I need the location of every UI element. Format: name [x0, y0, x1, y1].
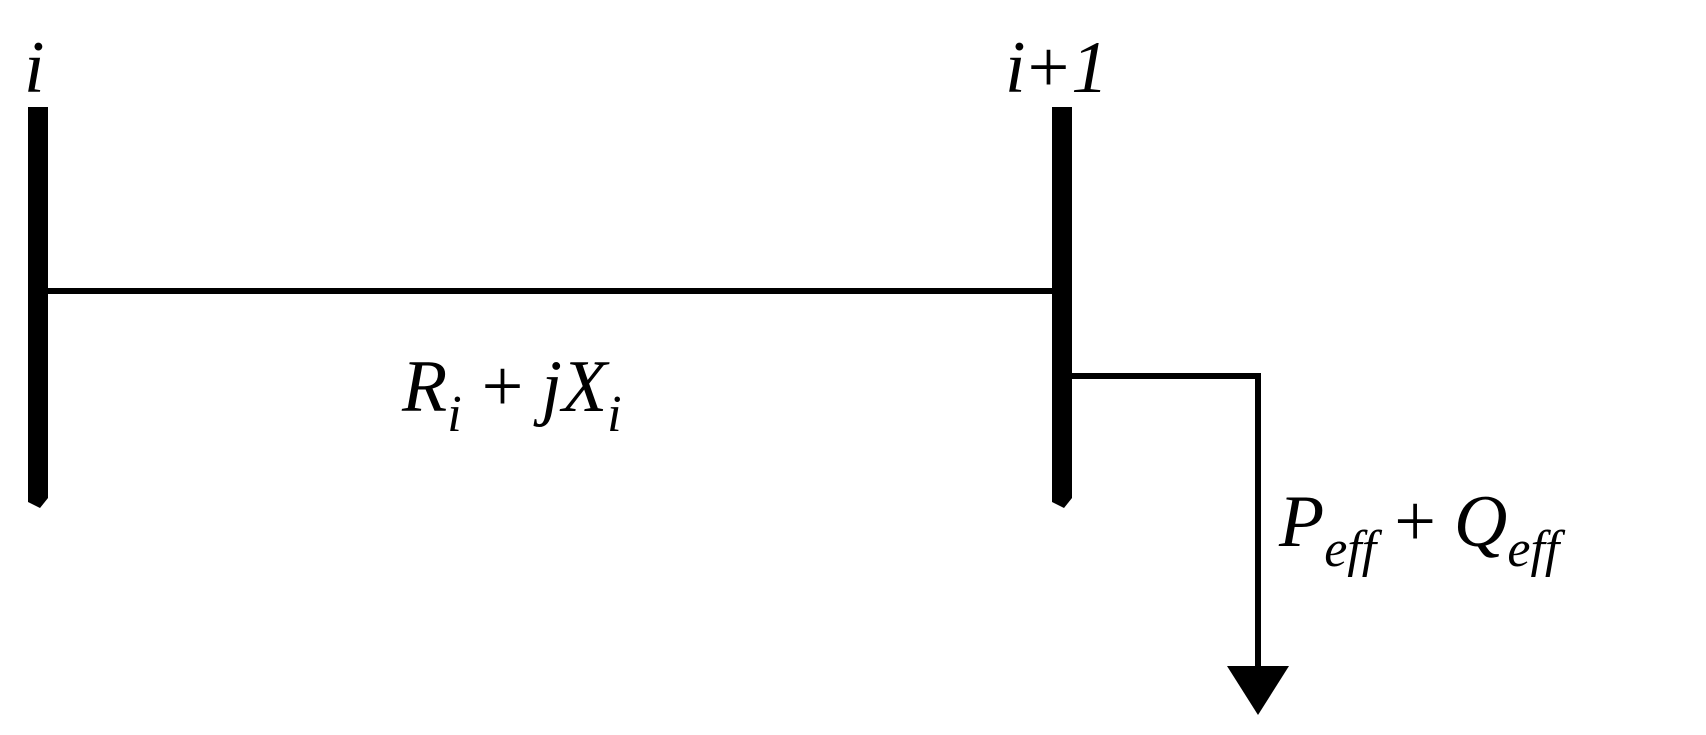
- bus-i-plus-1-label: i+1: [1005, 27, 1108, 109]
- load-arrow-icon: [1227, 666, 1289, 715]
- bus-i: i: [24, 27, 48, 508]
- bus-i-plus-1: i+1: [1005, 27, 1108, 508]
- line-impedance-label: Ri+jXi: [401, 346, 622, 443]
- load-feeder-line: [1072, 373, 1261, 668]
- bus-i-plus-1-bar: [1052, 107, 1072, 508]
- load-power-label: Peff+Qeff: [1278, 481, 1566, 578]
- load-branch: [1072, 373, 1289, 715]
- bus-i-bar: [28, 107, 48, 508]
- bus-i-label: i: [24, 27, 45, 109]
